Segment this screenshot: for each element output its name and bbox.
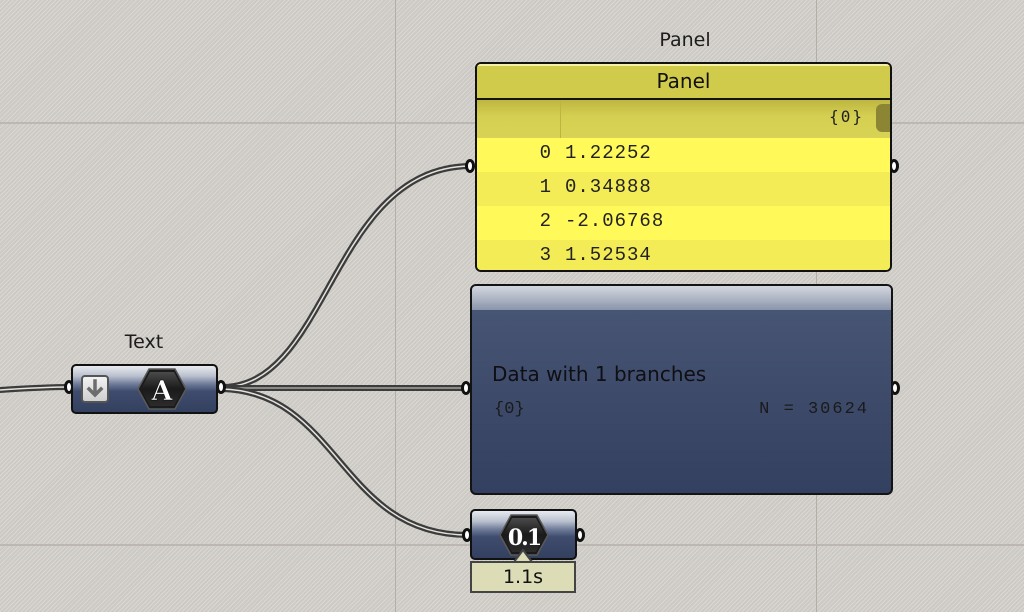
viewer-input-grip[interactable]: [461, 381, 471, 395]
panel-branch-header: {0}: [477, 100, 890, 138]
panel-row: 0 1.22252: [477, 138, 890, 172]
grid-line-vertical: [395, 0, 396, 612]
wire-input[interactable]: [0, 384, 75, 393]
svg-text:A: A: [151, 376, 174, 407]
row-index: 3: [539, 244, 551, 266]
panel-row: 1 0.34888: [477, 172, 890, 206]
profiler-timer: 1.1s: [470, 561, 576, 593]
wire-to-number[interactable]: [219, 386, 471, 538]
panel-row: 3 1.52534: [477, 240, 890, 270]
panel-header: Panel: [477, 64, 890, 100]
row-value: 1.52534: [565, 244, 652, 266]
viewer-branch-path: {0}: [494, 400, 525, 419]
text-param-nickname: Text: [124, 331, 164, 353]
svg-text:0.1: 0.1: [508, 525, 541, 551]
viewer-top-bar: [472, 286, 891, 310]
row-value: 1.22252: [565, 142, 652, 164]
panel-nickname: Panel: [659, 29, 711, 51]
row-value: 0.34888: [565, 176, 652, 198]
text-param-component[interactable]: A: [71, 364, 218, 414]
viewer-item-count: N = 30624: [759, 400, 869, 419]
panel-scrollbar[interactable]: [876, 104, 890, 132]
down-arrow-icon[interactable]: [81, 375, 109, 403]
row-index: 2: [539, 210, 551, 232]
row-index: 0: [539, 142, 551, 164]
row-value: -2.06768: [565, 210, 665, 232]
wire-to-panel[interactable]: [219, 163, 473, 390]
panel-branch-path: {0}: [829, 107, 864, 126]
panel-rows: 0 1.22252 1 0.34888 2 -2.06768 3 1.52534: [477, 138, 890, 270]
param-viewer-component[interactable]: Data with 1 branches {0} N = 30624: [470, 284, 893, 495]
text-A-hex-icon: A: [137, 368, 187, 410]
panel-row: 2 -2.06768: [477, 206, 890, 240]
number-hex-icon: 0.1: [499, 514, 549, 556]
panel-input-grip[interactable]: [465, 159, 475, 173]
panel-component[interactable]: Panel {0} 0 1.22252 1 0.34888 2 -2.06768…: [475, 62, 892, 272]
viewer-title: Data with 1 branches: [492, 362, 707, 386]
number-param-component[interactable]: 0.1: [470, 509, 577, 560]
row-index: 1: [539, 176, 551, 198]
